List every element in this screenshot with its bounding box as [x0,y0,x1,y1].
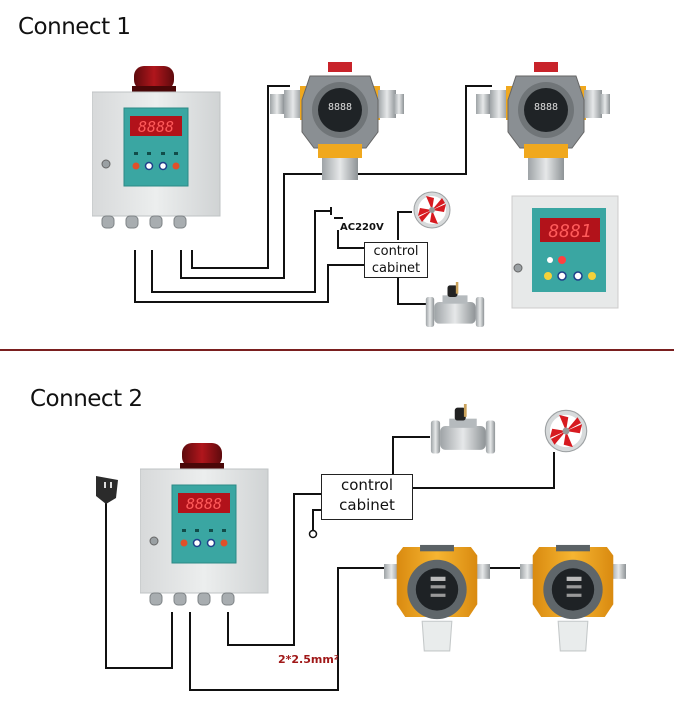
panel-display: 8881 [548,221,591,242]
exhaust-fan-icon-2 [544,409,588,453]
cabinet-label-line1: control [341,476,393,494]
section2-wires [105,436,555,691]
exhaust-fan-icon [413,191,451,229]
cabinet-label-line2: cabinet [371,261,421,276]
section-divider [0,349,674,351]
gas-detector-2 [476,61,611,180]
gas-alarm-controller-1 [92,66,221,229]
cabinet-label-line1: control [373,244,419,259]
power-label: AC220V [340,222,384,233]
gas-detector-3 [384,544,490,652]
control-cabinet-1: control cabinet [364,242,428,278]
solenoid-valve-icon-2 [430,404,496,454]
controller-panel-closeup: 8881 [511,195,619,309]
gas-detector-1 [270,61,405,180]
gas-detector-4 [520,544,626,652]
gas-alarm-controller-2 [140,442,269,606]
cable-spec-label: 2*2.5mm² [278,653,339,666]
cabinet-label-line2: cabinet [339,496,395,514]
power-symbol-icon [328,207,343,219]
control-cabinet-2: control cabinet [321,474,413,520]
power-plug-icon [96,476,118,504]
solenoid-valve-icon [425,282,485,327]
section1-wires [134,85,492,305]
section2-title: Connect 2 [30,386,143,412]
section1-title: Connect 1 [18,14,131,40]
terminal-icon [308,529,318,539]
